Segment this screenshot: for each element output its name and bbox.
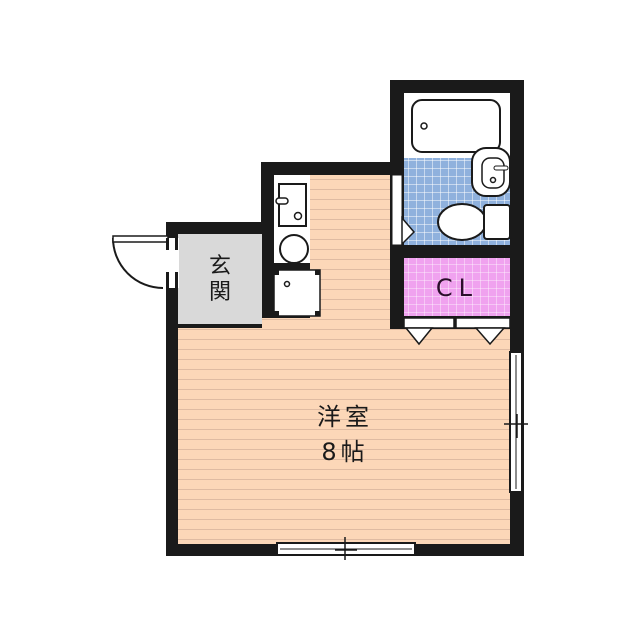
- entrance-label-line1: 玄: [208, 254, 231, 279]
- western-room-label: 洋室 8帖: [290, 403, 400, 467]
- stove-icon: [279, 234, 309, 264]
- front-door[interactable]: [112, 235, 179, 289]
- toilet-icon: [437, 203, 487, 241]
- entrance-label-line2: 関: [208, 280, 231, 306]
- sink-icon: [278, 183, 307, 227]
- bathtub-icon: [411, 99, 501, 153]
- western-room-size: 8帖: [321, 437, 369, 466]
- western-room-name: 洋室: [317, 403, 373, 431]
- kitchen: [273, 175, 321, 317]
- right-window: [504, 351, 528, 493]
- closet-label: CL: [435, 274, 479, 302]
- bathroom: [391, 93, 511, 246]
- bottom-window: [276, 537, 416, 560]
- closet: [403, 258, 511, 346]
- fridge-icon: [273, 269, 321, 317]
- entrance-label: 玄 関: [196, 254, 244, 307]
- entrance: [178, 234, 262, 324]
- bathroom-door: [391, 174, 403, 246]
- western-room: [178, 175, 510, 544]
